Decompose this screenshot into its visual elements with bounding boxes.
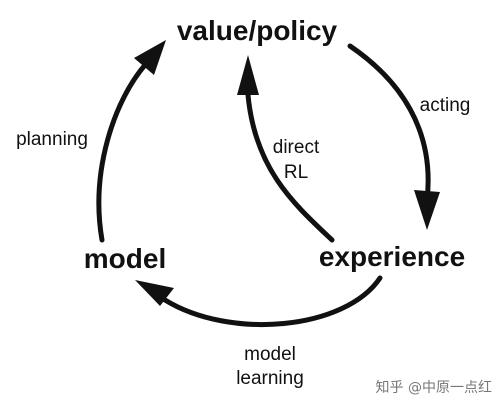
planning-label: planning <box>16 129 88 150</box>
model-learning-arrowhead <box>135 280 174 306</box>
experience-label: experience <box>319 241 465 272</box>
acting-label: acting <box>420 95 471 116</box>
watermark-text: 知乎 @中原一点红 <box>376 379 492 396</box>
direct-rl-arrowhead <box>237 55 259 95</box>
planning-arrowhead <box>134 40 166 75</box>
model-learning-arrow <box>162 275 383 327</box>
model-label: model <box>84 243 166 274</box>
planning-arrow <box>96 62 148 243</box>
direct-rl-label-line2: RL <box>284 162 308 183</box>
direct-rl-label-line1: direct <box>273 137 320 158</box>
model-learning-label-line2: learning <box>236 368 304 389</box>
acting-arrow <box>347 43 431 203</box>
acting-arrowhead <box>414 190 440 230</box>
model-learning-label-line1: model <box>244 344 296 365</box>
direct-rl-arrow <box>245 92 335 243</box>
value-policy-label: value/policy <box>177 15 338 46</box>
